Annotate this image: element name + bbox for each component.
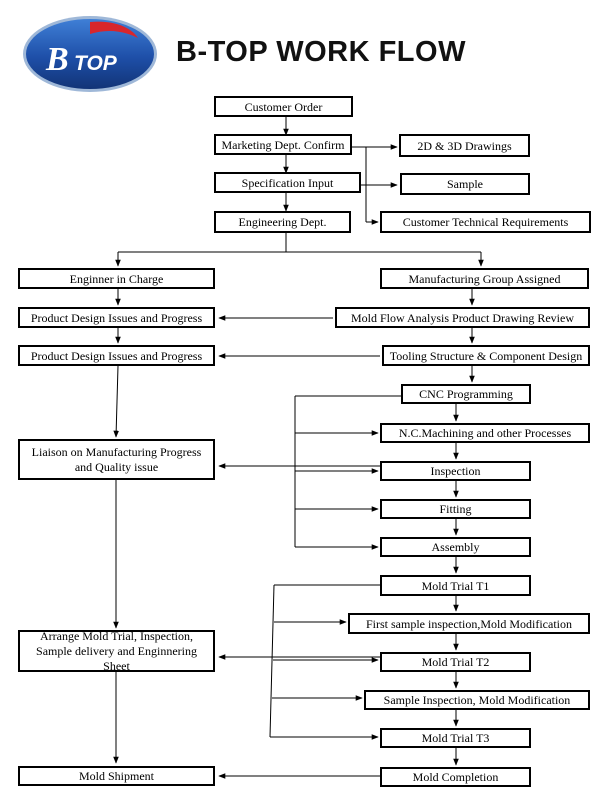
first-sample-inspection-box: First sample inspection,Mold Modificatio… [348,613,590,634]
arrange-mold-trial-box: Arrange Mold Trial, Inspection, Sample d… [18,630,215,672]
svg-text:TOP: TOP [74,52,118,75]
sample-box: Sample [400,173,530,195]
mold-completion-box: Mold Completion [380,767,531,787]
mold-trial-t2-box: Mold Trial T2 [380,652,531,672]
product-design-issues-box-2: Product Design Issues and Progress [18,345,215,366]
engineering-dept-box: Engineering Dept. [214,211,351,233]
assembly-box: Assembly [380,537,531,557]
marketing-confirm-box: Marketing Dept. Confirm [214,134,352,155]
mold-shipment-box: Mold Shipment [18,766,215,786]
customer-technical-requirements-box: Customer Technical Requirements [380,211,591,233]
product-design-issues-box-1: Product Design Issues and Progress [18,307,215,328]
tooling-structure-box: Tooling Structure & Component Design [382,345,590,366]
nc-machining-box: N.C.Machining and other Processes [380,423,590,443]
svg-text:B: B [45,41,69,78]
page-title: B-TOP WORK FLOW [176,36,466,68]
drawings-box: 2D & 3D Drawings [399,134,530,157]
sample-inspection-box: Sample Inspection, Mold Modification [364,690,590,710]
liaison-box: Liaison on Manufacturing Progress and Qu… [18,439,215,480]
cnc-programming-box: CNC Programming [401,384,531,404]
inspection-box: Inspection [380,461,531,481]
mold-trial-t3-box: Mold Trial T3 [380,728,531,748]
mold-flow-analysis-box: Mold Flow Analysis Product Drawing Revie… [335,307,590,328]
fitting-box: Fitting [380,499,531,519]
customer-order-box: Customer Order [214,96,353,117]
specification-input-box: Specification Input [214,172,361,193]
manufacturing-group-box: Manufacturing Group Assigned [380,268,589,289]
mold-trial-t1-box: Mold Trial T1 [380,575,531,596]
btop-logo: B TOP [23,16,157,92]
engineer-in-charge-box: Enginner in Charge [18,268,215,289]
